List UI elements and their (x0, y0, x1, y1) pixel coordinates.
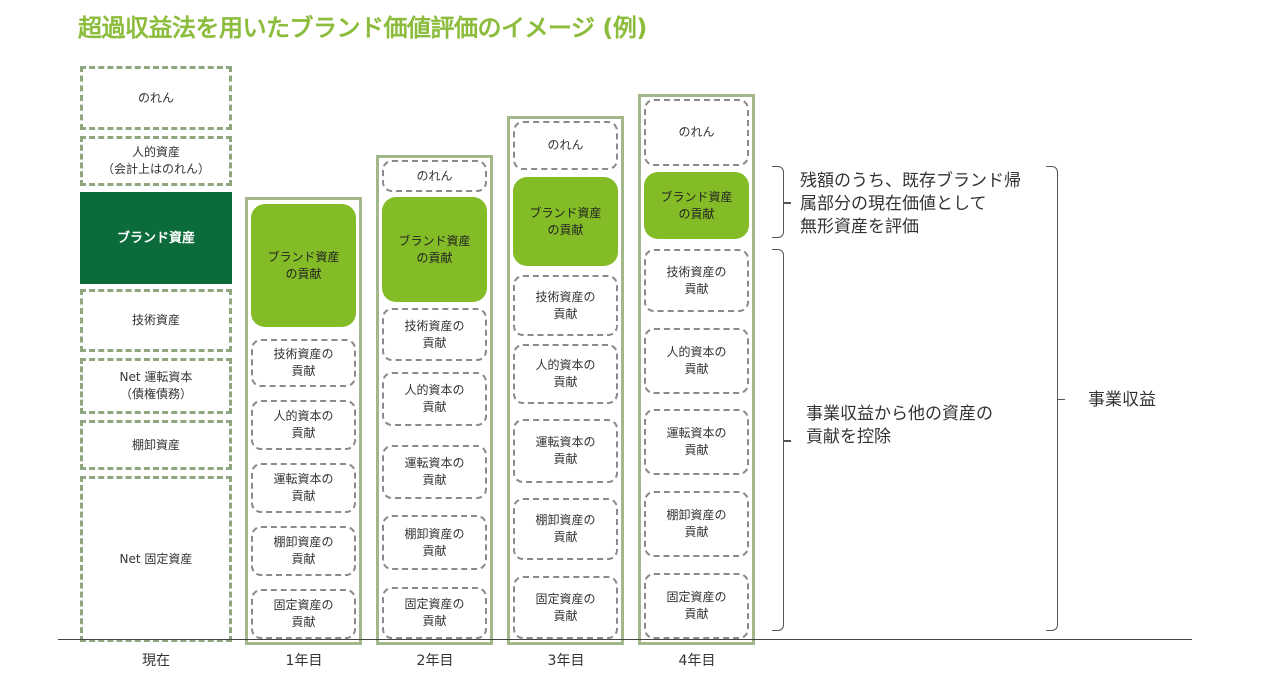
page-title: 超過収益法を用いたブランド価値評価のイメージ (例) (78, 14, 647, 42)
asset-contribution: 棚卸資産の 貢献 (382, 515, 487, 570)
asset-contribution: 運転資本の 貢献 (251, 463, 356, 513)
year-frame (638, 94, 755, 645)
year-frame (376, 155, 493, 645)
brand-contribution: ブランド資産 の貢献 (513, 177, 618, 266)
asset-contribution: 人的資本の 貢献 (251, 400, 356, 450)
current-item: Net 運転資本 （債権債務） (80, 358, 232, 414)
x-label-current: 現在 (142, 653, 170, 669)
asset-contribution: 棚卸資産の 貢献 (251, 526, 356, 576)
deduct-note: 事業収益から他の資産の 貢献を控除 (806, 404, 993, 447)
x-label-year: 2年目 (416, 653, 454, 669)
current-item: 人的資産 （会計上はのれん） (80, 136, 232, 186)
current-item: 棚卸資産 (80, 420, 232, 470)
year-frame (245, 197, 362, 645)
brand-contribution: ブランド資産 の貢献 (251, 204, 356, 327)
current-item: のれん (80, 66, 232, 130)
brand-contribution: ブランド資産 の貢献 (644, 172, 749, 239)
asset-contribution: 固定資産の 貢献 (382, 587, 487, 639)
current-item: ブランド資産 (80, 192, 232, 284)
x-label-year: 3年目 (547, 653, 585, 669)
asset-contribution: 棚卸資産の 貢献 (513, 498, 618, 560)
brand-contribution: ブランド資産 の貢献 (382, 197, 487, 302)
total-note: 事業収益 (1088, 390, 1156, 410)
asset-contribution: 技術資産の 貢献 (382, 308, 487, 361)
asset-contribution: 棚卸資産の 貢献 (644, 491, 749, 557)
current-item: 技術資産 (80, 289, 232, 352)
asset-contribution: 固定資産の 貢献 (251, 589, 356, 639)
x-label-year: 4年目 (678, 653, 716, 669)
asset-contribution: 固定資産の 貢献 (644, 573, 749, 639)
x-label-year: 1年目 (285, 653, 323, 669)
asset-contribution: 技術資産の 貢献 (251, 339, 356, 387)
year-frame (507, 116, 624, 645)
asset-contribution: のれん (382, 160, 487, 192)
asset-contribution: のれん (644, 99, 749, 166)
asset-contribution: 技術資産の 貢献 (513, 275, 618, 336)
asset-contribution: 運転資本の 貢献 (513, 419, 618, 483)
asset-contribution: 運転資本の 貢献 (644, 409, 749, 475)
asset-contribution: 人的資本の 貢献 (513, 344, 618, 404)
baseline (58, 639, 1192, 640)
asset-contribution: 人的資本の 貢献 (382, 372, 487, 426)
brand-brace (772, 166, 791, 238)
deduct-brace (772, 249, 791, 631)
asset-contribution: のれん (513, 121, 618, 170)
asset-contribution: 運転資本の 貢献 (382, 445, 487, 499)
asset-contribution: 固定資産の 貢献 (513, 576, 618, 639)
asset-contribution: 人的資本の 貢献 (644, 328, 749, 394)
total-brace (1046, 166, 1065, 631)
current-item: Net 固定資産 (80, 476, 232, 642)
brand-note: 残額のうち、既存ブランド帰 属部分の現在価値として 無形資産を評価 (800, 171, 1021, 237)
asset-contribution: 技術資産の 貢献 (644, 249, 749, 312)
